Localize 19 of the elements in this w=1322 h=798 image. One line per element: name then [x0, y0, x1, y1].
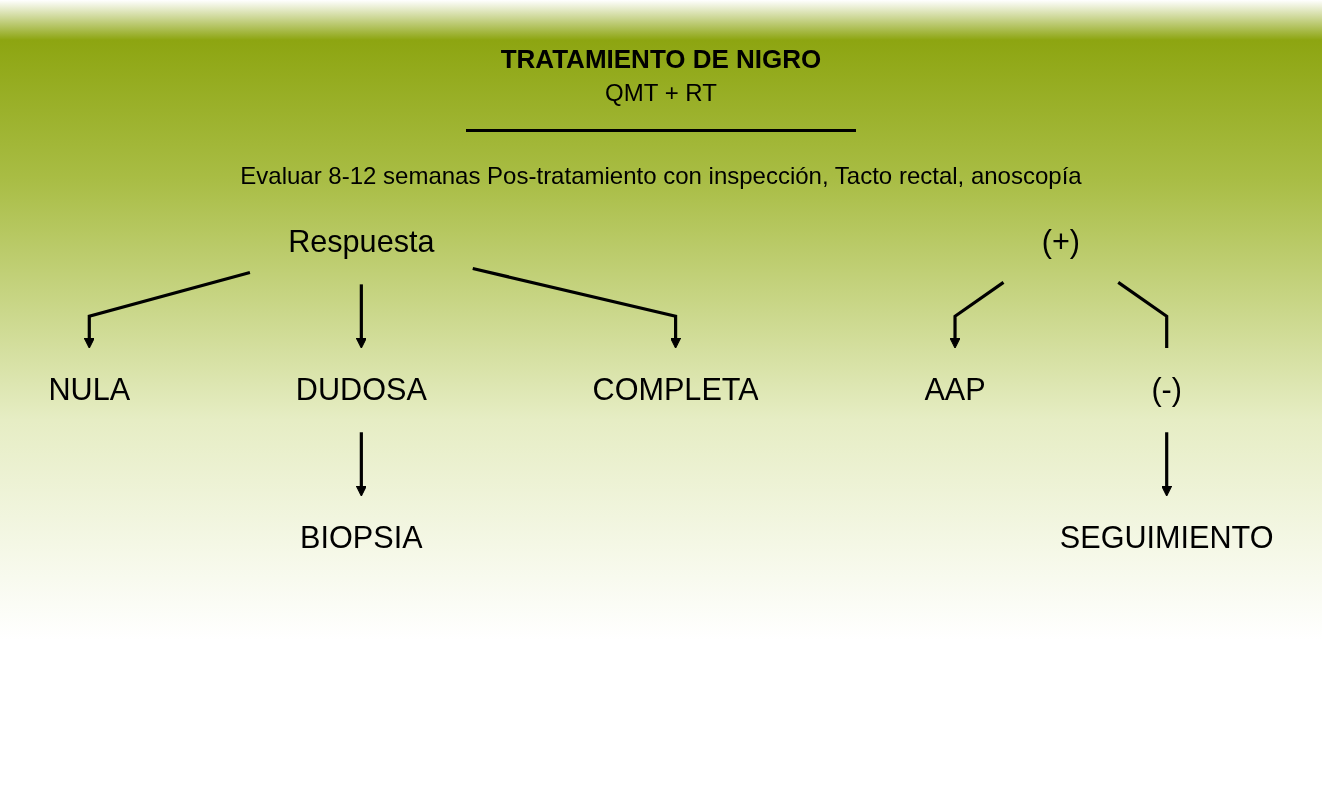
node-text: (+) [1041, 224, 1080, 259]
node-text: Respuesta [288, 224, 435, 259]
arrow [355, 432, 367, 497]
node-text: COMPLETA [592, 372, 759, 407]
node-text: SEGUIMIENTO [1059, 520, 1274, 555]
arrow [83, 271, 251, 349]
note-text: QMT + RT [605, 79, 717, 107]
diagram-title: TRATAMIENTO DE NIGRO [500, 44, 822, 75]
node-text: AAP [924, 372, 986, 407]
node-text: BIOPSIA [300, 520, 423, 555]
node-text: (-) [1151, 372, 1182, 407]
arrow [1161, 432, 1173, 497]
arrow [355, 284, 367, 349]
arrow [949, 281, 1005, 349]
node-text: DUDOSA [295, 372, 427, 407]
connector [1117, 281, 1169, 349]
arrow [472, 266, 682, 349]
note-text: Evaluar 8-12 semanas Pos-tratamiento con inspección, Tacto rectal, anoscopía [240, 162, 1082, 190]
node-text: NULA [48, 372, 131, 407]
